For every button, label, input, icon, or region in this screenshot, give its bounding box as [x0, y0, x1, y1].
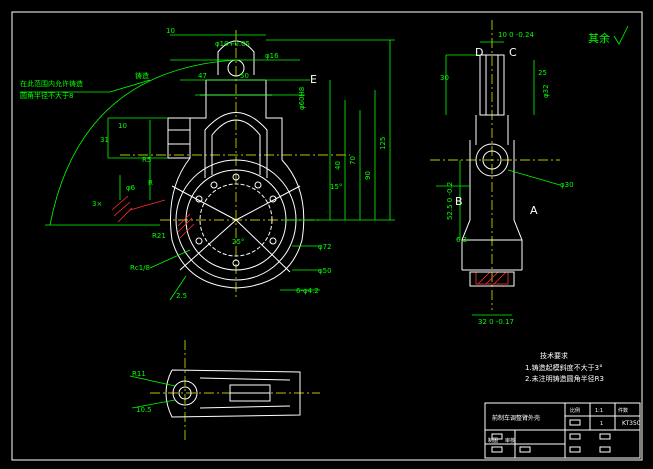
dim-front-8: 31	[100, 136, 109, 144]
dim-front-14: R5	[142, 156, 151, 164]
dim-front-15: φ6	[126, 184, 136, 192]
bottom-dimensions	[129, 375, 176, 409]
tech-req-line1: 1.铸造起模斜度不大于3°	[525, 363, 603, 372]
bottom-view	[150, 340, 320, 440]
dim-side-5: φ30	[560, 181, 574, 189]
dim-front-24: 2.5	[176, 292, 187, 300]
surface-finish-symbol	[613, 25, 629, 45]
dim-front-25: 15°	[330, 183, 342, 191]
ratio-label: 比例	[570, 407, 580, 414]
dim-front-6: 铸造	[135, 71, 149, 80]
dim-side-1: 10 0 -0.24	[498, 31, 534, 39]
drawing-border	[11, 11, 643, 461]
surface-finish-note: 其余	[588, 31, 610, 45]
dim-front-4: 47	[198, 72, 207, 80]
dim-front-19: R21	[152, 232, 166, 240]
count-label: 件数	[618, 407, 628, 414]
dim-side-2: 30	[440, 74, 449, 82]
title-block	[484, 402, 641, 459]
dim-front-11: 70	[349, 156, 357, 165]
dim-front-12: 90	[364, 171, 372, 180]
marker-c: C	[509, 46, 517, 59]
marker-b: B	[455, 195, 463, 208]
dim-front-16: R	[148, 179, 153, 187]
dim-front-10: 40	[334, 161, 342, 170]
side-dimensions	[436, 41, 561, 316]
left-note-line1: 在此范围内允许铸造	[20, 79, 83, 88]
dim-side-7: 6.3	[456, 236, 467, 244]
part-code: KT350	[622, 420, 641, 427]
dim-front-13: 125	[379, 137, 387, 150]
dim-front-22: φ50	[318, 267, 332, 275]
side-view	[430, 20, 560, 310]
dim-side-8: 32 0 -0.17	[478, 318, 514, 326]
dim-front-3: φ16	[265, 52, 279, 60]
dim-front-2: φ10+0.05	[215, 40, 250, 48]
tech-req-line2: 2.未注明铸造圆角半径R3	[525, 374, 604, 383]
dim-side-3: 25	[538, 69, 547, 77]
checked-label: 审核	[505, 437, 515, 444]
dim-front-20: Rc1/8	[130, 264, 150, 272]
front-dimensions	[20, 34, 395, 301]
dim-side-6: 52.5 0 -0.2	[446, 182, 454, 220]
dim-bottom-2: 10.5	[136, 406, 152, 414]
dim-bottom-1: R11	[132, 370, 146, 378]
left-note-line2: 圆角半径不大于8	[20, 91, 73, 100]
dim-front-7: 10	[118, 122, 127, 130]
count-value: 1	[600, 421, 603, 427]
front-view	[111, 30, 350, 300]
part-name: 前制车调整臂外壳	[492, 414, 540, 422]
dim-front-21: φ72	[318, 243, 332, 251]
dim-front-1: 10	[166, 27, 175, 35]
dim-side-4: φ32	[542, 84, 550, 98]
dim-front-17: 3×	[92, 200, 102, 208]
dim-front-5: 50	[240, 72, 249, 80]
marker-e: E	[310, 73, 317, 86]
tech-req-title: 技术要求	[540, 351, 568, 360]
dim-front-18: 25°	[232, 238, 244, 246]
dim-front-9: φ60H8	[298, 87, 306, 110]
marker-a: A	[530, 204, 538, 217]
marker-d: D	[475, 46, 483, 59]
ratio-value: 1:1	[595, 408, 603, 414]
dim-front-23: 6-φ4.2	[296, 287, 319, 295]
drawn-label: 制图	[488, 437, 498, 444]
